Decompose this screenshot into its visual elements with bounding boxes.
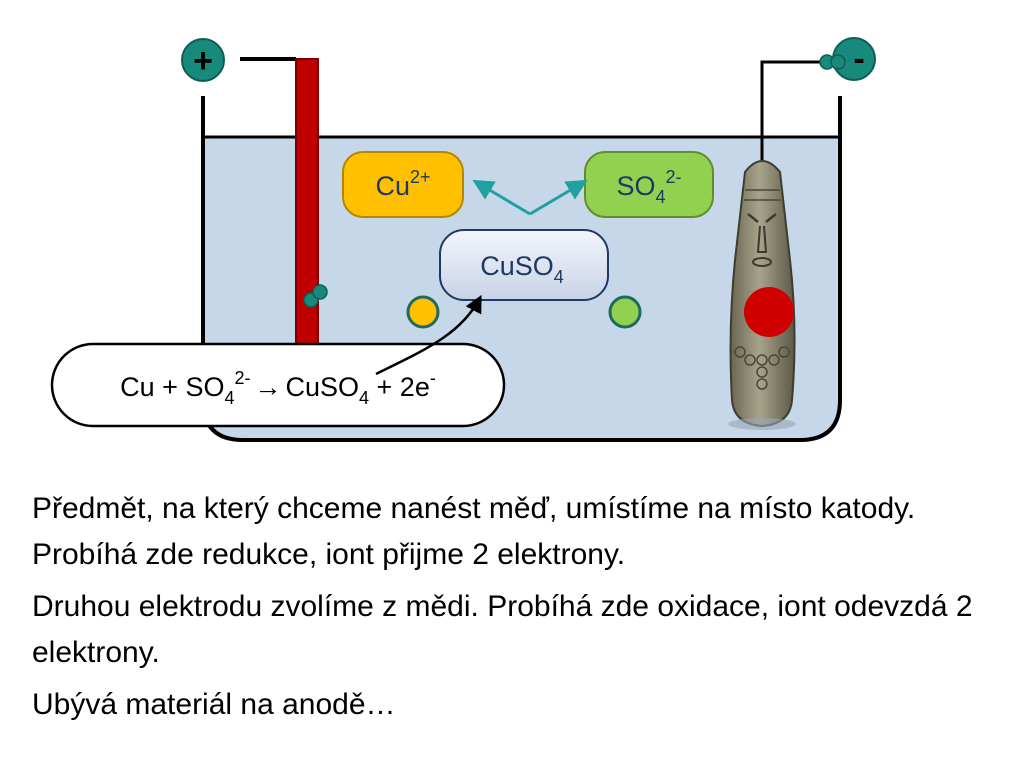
cathode-wire [760, 60, 826, 160]
explanation-text: Předmět, na který chceme nanést měď, umí… [32, 486, 1007, 734]
electrolysis-diagram: + - [50, 37, 876, 442]
electron-icon [303, 284, 328, 308]
equation-bubble: Cu + SO42-→CuSO4 + 2e- [50, 342, 506, 428]
paragraph-consumption: Ubývá materiál na anodě… [32, 688, 396, 721]
ion-so4-box: SO42- [584, 151, 714, 218]
ion-so4-label: SO [616, 171, 655, 201]
equation-part3-charge: - [430, 368, 436, 388]
anode-sign: + [193, 42, 213, 80]
svg-text:Cu + SO42-→CuSO4 + 2e-: Cu + SO42-→CuSO4 + 2e- [120, 368, 436, 408]
equation-part1: Cu + SO [120, 372, 224, 402]
equation-arrow: → [254, 372, 281, 402]
equation-part2-subscript: 4 [359, 388, 369, 408]
ion-cu-charge: 2+ [410, 167, 431, 187]
svg-text:SO42-: SO42- [616, 167, 681, 207]
equation-part1-charge: 2- [234, 368, 250, 388]
salt-subscript: 4 [554, 267, 564, 287]
ion-so4-charge: 2- [666, 167, 682, 187]
plating-spot [744, 287, 794, 337]
ion-cu-label: Cu [375, 171, 410, 201]
salt-label: CuSO [480, 251, 554, 281]
salt-cuso4-box: CuSO4 [439, 229, 609, 301]
ion-cu-box: Cu2+ [342, 151, 464, 218]
reaction-arrow [375, 294, 482, 376]
equation-part2: CuSO [285, 372, 359, 402]
copper-anode [295, 58, 319, 360]
equation-part3: + 2e [369, 372, 430, 402]
cathode-sign: - [853, 40, 864, 78]
paragraph-anode: Druhou elektrodu zvolíme z mědi. Probíhá… [32, 590, 973, 669]
so4-ion-dot [608, 295, 642, 329]
paragraph-cathode: Předmět, na který chceme nanést měď, umí… [32, 492, 916, 571]
ion-so4-subscript: 4 [655, 187, 665, 207]
svg-text:Cu2+: Cu2+ [375, 167, 430, 201]
cathode-terminal: - [819, 37, 876, 81]
equation-part1-subscript: 4 [224, 388, 234, 408]
arrow-icon [472, 179, 588, 216]
cu-ion-dot [406, 295, 440, 329]
anode-terminal: + [181, 38, 225, 82]
svg-text:CuSO4: CuSO4 [480, 251, 564, 287]
